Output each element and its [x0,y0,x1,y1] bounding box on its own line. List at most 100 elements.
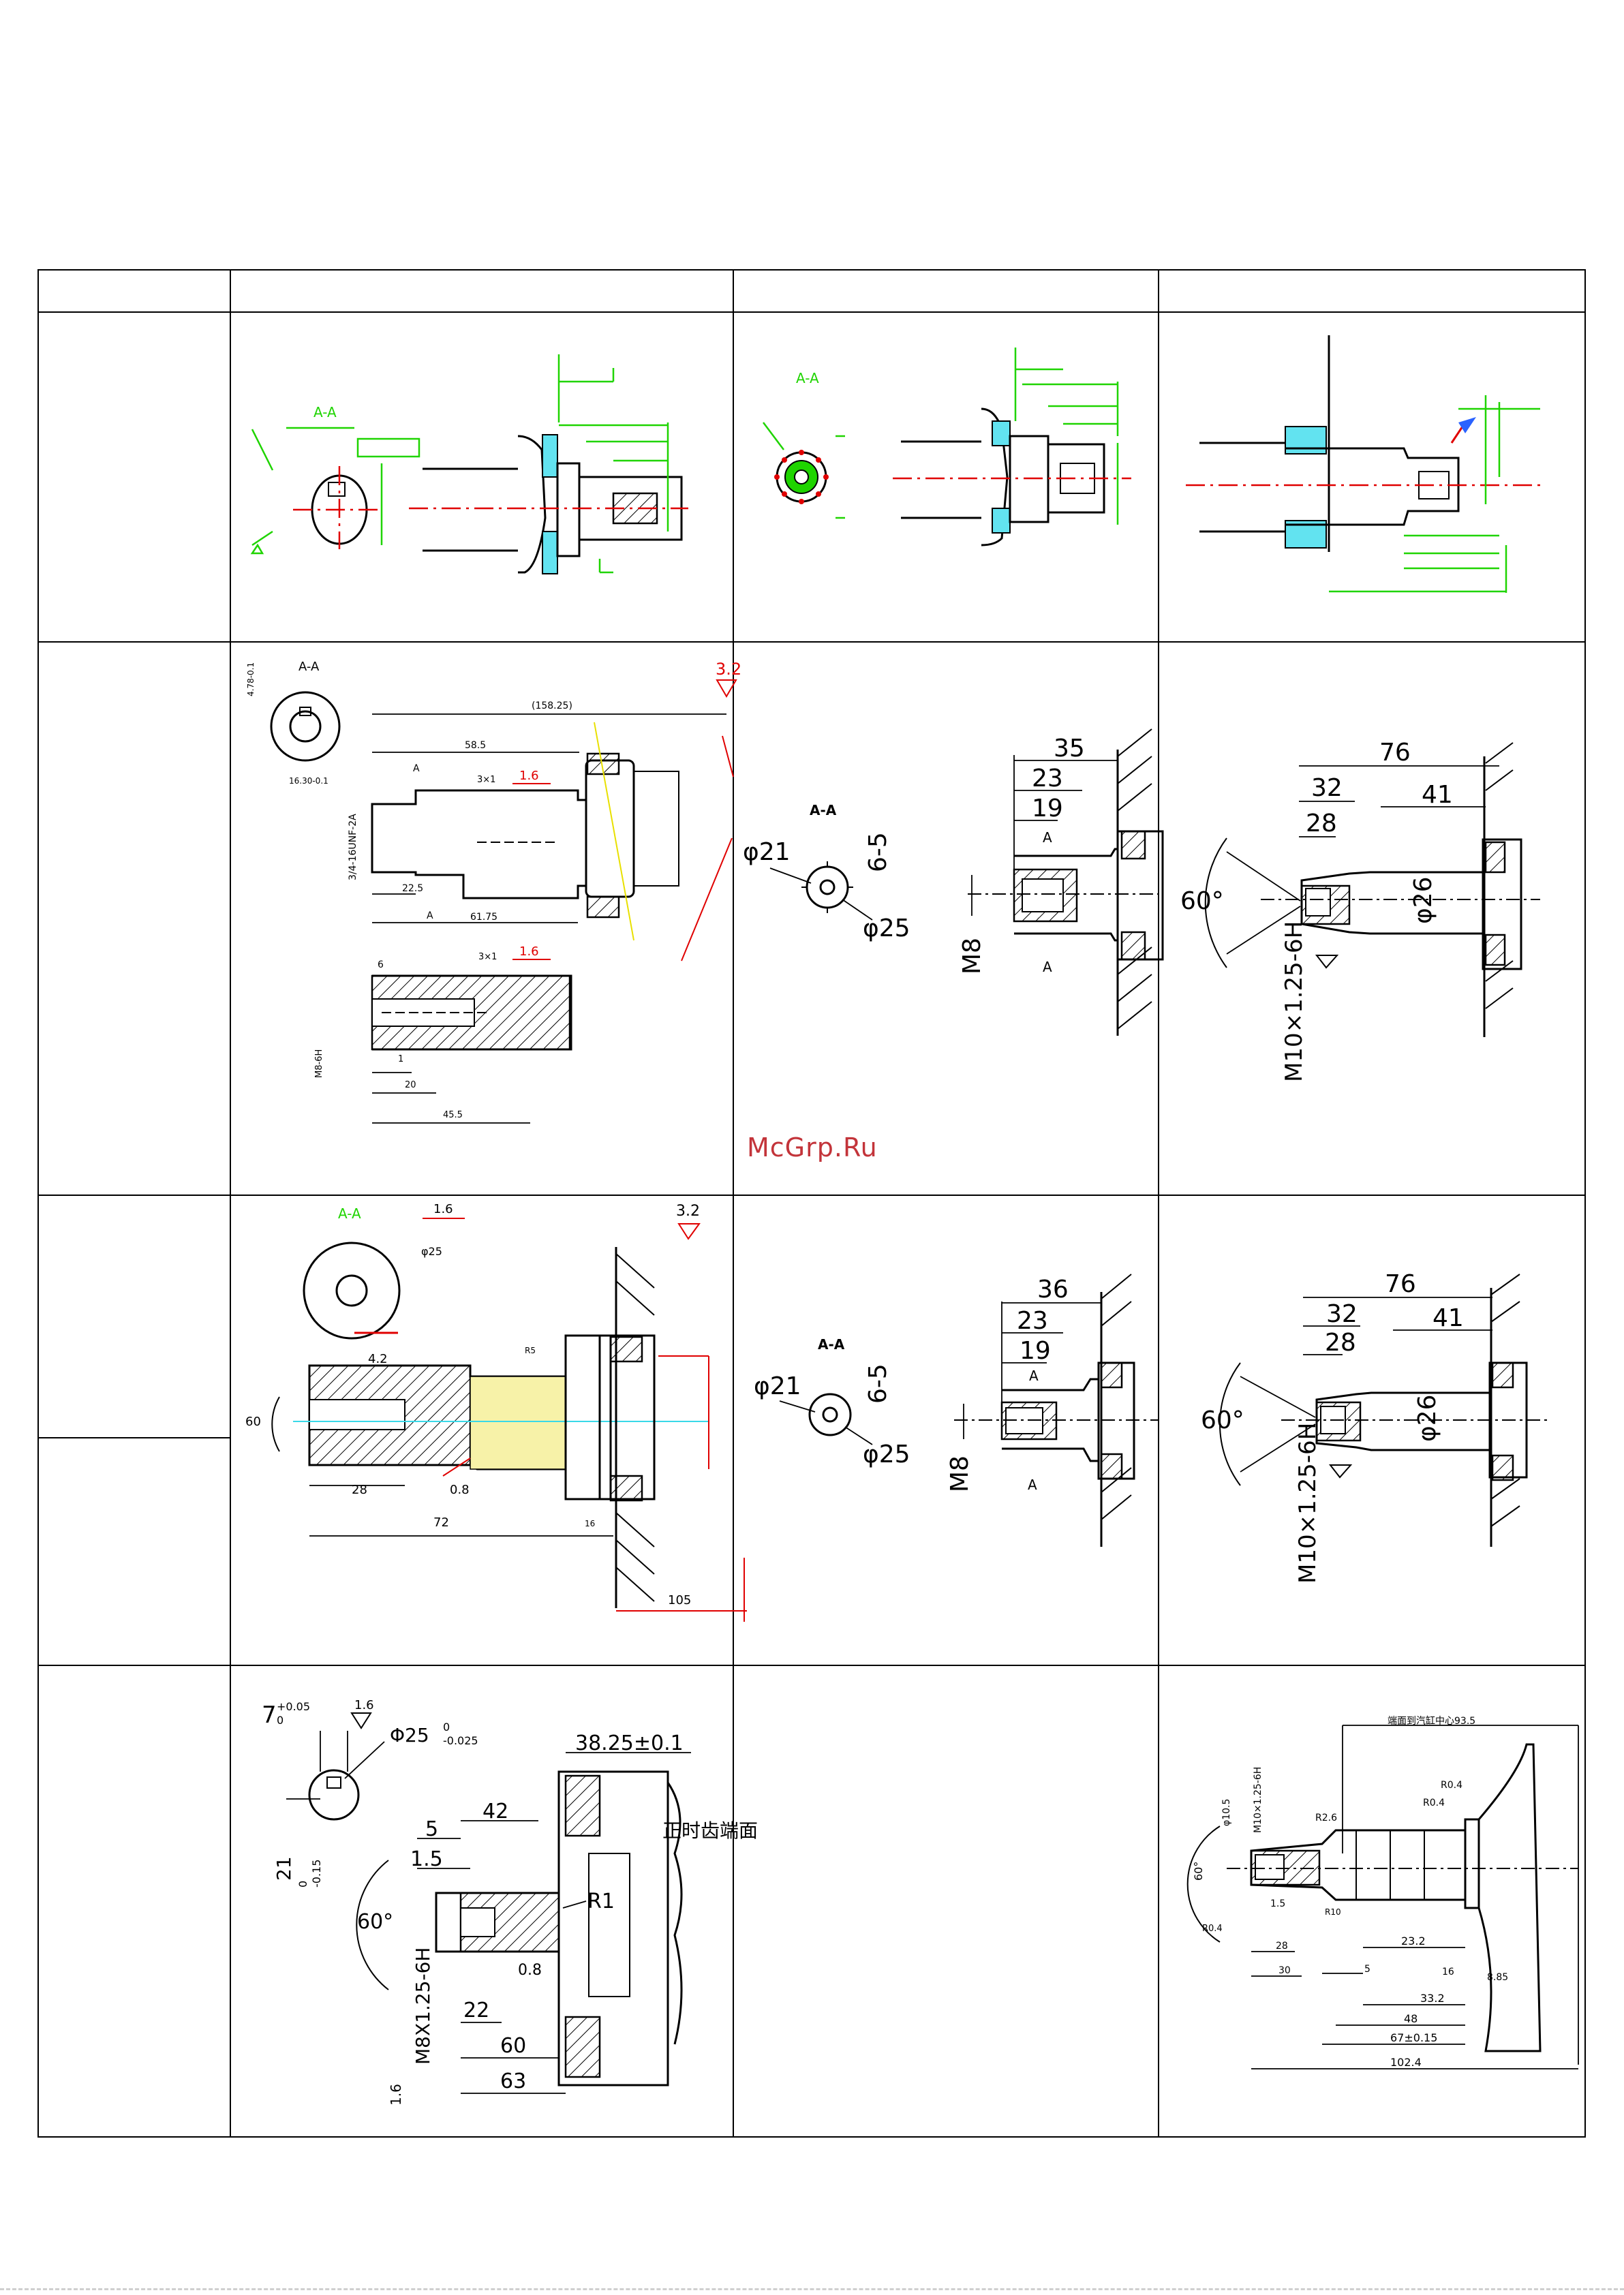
svg-text:R0.4: R0.4 [1441,1780,1462,1791]
svg-text:63: 63 [500,2069,526,2093]
svg-text:M10×1.25-6H: M10×1.25-6H [1253,1767,1263,1833]
section-label: A-A [338,1205,361,1222]
svg-text:60°: 60° [1180,887,1224,915]
svg-text:3×1: 3×1 [478,952,497,962]
drawing-r3c4: 76 32 41 28 60° φ26 M10×1.25-6H [1201,1270,1547,1584]
svg-text:22.5: 22.5 [402,883,423,894]
svg-text:M8X1.25-6H: M8X1.25-6H [412,1947,434,2065]
svg-text:M10×1.25-6H: M10×1.25-6H [1294,1423,1321,1584]
svg-text:61.75: 61.75 [470,912,497,923]
svg-text:1.5: 1.5 [1270,1898,1285,1909]
svg-text:16.30-0.1: 16.30-0.1 [289,776,328,786]
svg-text:A: A [1029,1368,1039,1384]
svg-text:28: 28 [352,1483,367,1497]
svg-text:φ21: φ21 [754,1372,801,1400]
svg-text:16: 16 [1442,1967,1454,1977]
svg-text:60: 60 [245,1415,261,1429]
svg-text:R0.4: R0.4 [1423,1798,1445,1808]
section-label: A-A [796,370,819,386]
drawing-r3c3: A-A φ21 6-5 φ25 36 23 19 A A M8 [754,1274,1159,1547]
svg-text:41: 41 [1422,781,1453,809]
svg-text:45.5: 45.5 [443,1110,463,1120]
svg-text:35: 35 [1054,735,1085,763]
svg-text:4.2: 4.2 [368,1352,388,1366]
svg-text:R0.4: R0.4 [1202,1924,1223,1934]
svg-text:R1: R1 [587,1890,615,1913]
svg-text:端面到汽缸中心93.5: 端面到汽缸中心93.5 [1388,1715,1475,1727]
svg-text:6-5: 6-5 [864,1364,892,1404]
svg-text:23: 23 [1032,765,1063,792]
drawing-r1c3: A-A [763,348,1131,546]
svg-text:-0.15: -0.15 [310,1860,323,1888]
svg-text:φ26: φ26 [1413,1394,1441,1442]
bottom-divider [0,2288,1624,2290]
svg-text:正时齿端面: 正时齿端面 [662,1819,758,1842]
svg-text:0: 0 [443,1721,450,1734]
svg-text:0.8: 0.8 [450,1483,470,1497]
svg-text:58.5: 58.5 [465,740,486,751]
svg-text:32: 32 [1311,774,1343,802]
svg-text:A: A [1043,959,1052,975]
svg-text:8.85: 8.85 [1487,1972,1508,1983]
svg-text:0.8: 0.8 [518,1962,542,1979]
svg-text:M8-6H: M8-6H [314,1049,324,1078]
svg-text:M8: M8 [946,1455,974,1492]
section-label: A-A [818,1336,845,1353]
svg-text:A: A [427,910,433,921]
svg-text:R10: R10 [1325,1907,1341,1917]
svg-text:1.6: 1.6 [519,769,539,783]
svg-text:3×1: 3×1 [477,775,495,785]
svg-text:5: 5 [1364,1964,1370,1975]
svg-text:φ25: φ25 [863,1441,910,1468]
svg-text:30: 30 [1278,1965,1291,1976]
svg-text:1: 1 [398,1054,403,1064]
drawing-r2c4: 76 32 41 28 60° φ26 M10×1.25-6H [1180,739,1540,1082]
drawing-r1c2: A-A [250,354,688,574]
svg-text:R2.6: R2.6 [1315,1813,1337,1823]
drawing-r3c2: A-A 1.6 3.2 φ25 4.2 60 R5 28 0.8 72 16 [245,1202,747,1622]
svg-text:76: 76 [1385,1270,1416,1298]
svg-text:φ10.5: φ10.5 [1221,1799,1232,1826]
svg-text:3/4-16UNF-2A: 3/4-16UNF-2A [348,814,358,880]
svg-text:0: 0 [277,1714,284,1727]
drawing-r2c2: A-A 3.2 16.30-0.1 4.78-0.1 (158.25) 58.5… [246,660,741,1124]
svg-text:A: A [413,763,420,774]
svg-text:1.6: 1.6 [388,2084,404,2106]
svg-text:102.4: 102.4 [1390,2056,1422,2069]
table-grid [37,269,1586,2138]
svg-text:60: 60 [500,2034,526,2058]
svg-text:23: 23 [1017,1307,1048,1335]
svg-text:28: 28 [1276,1941,1288,1952]
svg-text:16: 16 [585,1519,595,1528]
svg-text:38.25±0.1: 38.25±0.1 [575,1731,684,1755]
svg-text:36: 36 [1037,1276,1069,1304]
svg-text:72: 72 [433,1515,449,1530]
drawing-r2c3: A-A φ21 6-5 φ25 35 23 19 A A [743,728,1164,1036]
svg-text:1.6: 1.6 [354,1698,374,1712]
section-label: A-A [313,404,337,420]
svg-text:1.6: 1.6 [519,944,539,959]
svg-text:3.2: 3.2 [716,660,741,679]
svg-text:3.2: 3.2 [676,1203,700,1220]
svg-text:0: 0 [296,1881,309,1888]
svg-text:22: 22 [463,1999,489,2022]
svg-text:41: 41 [1433,1304,1464,1332]
svg-text:1.6: 1.6 [433,1202,453,1216]
section-label: A-A [298,660,320,674]
svg-text:60°: 60° [357,1910,393,1934]
svg-text:A: A [1043,829,1052,846]
svg-text:φ21: φ21 [743,838,791,866]
section-label: A-A [810,802,837,818]
svg-text:32: 32 [1326,1300,1358,1328]
svg-text:4.78-0.1: 4.78-0.1 [246,662,256,696]
drawing-r1c4 [1186,335,1540,593]
svg-text:1.5: 1.5 [410,1847,443,1871]
svg-text:105: 105 [668,1593,691,1607]
svg-text:23.2: 23.2 [1401,1935,1426,1947]
svg-text:76: 76 [1379,739,1411,767]
svg-text:R5: R5 [525,1346,536,1355]
svg-text:M10×1.25-6H: M10×1.25-6H [1281,921,1308,1082]
svg-text:5: 5 [425,1817,438,1841]
svg-text:21: 21 [273,1856,295,1881]
